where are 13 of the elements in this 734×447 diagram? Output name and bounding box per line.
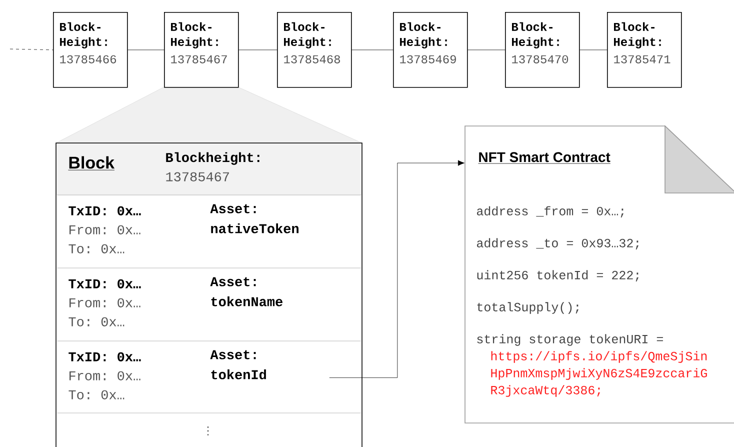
block-box: Block- Height: 13785471 [607,12,682,88]
block-box: Block- Height: 13785469 [393,12,468,88]
connector-line [10,48,54,50]
transaction-row: TxID: 0x… From: 0x… To: 0x… Asset: tokenId [68,350,266,400]
block-box: Block- Height: 13785470 [505,12,580,88]
ellipsis-row: ⋮ [207,426,209,436]
transaction-row: TxID: 0x… From: 0x… To: 0x… Asset: nativeToken [68,204,298,254]
block-box: Block- Height: 13785468 [277,12,352,88]
zoom-projection [56,86,362,144]
block-box: Block- Height: 13785466 [53,12,128,88]
transaction-row: TxID: 0x… From: 0x… To: 0x… Asset: tokenName [68,277,282,326]
arrow [329,160,464,378]
block-box: Block- Height: 13785467 [164,12,239,88]
